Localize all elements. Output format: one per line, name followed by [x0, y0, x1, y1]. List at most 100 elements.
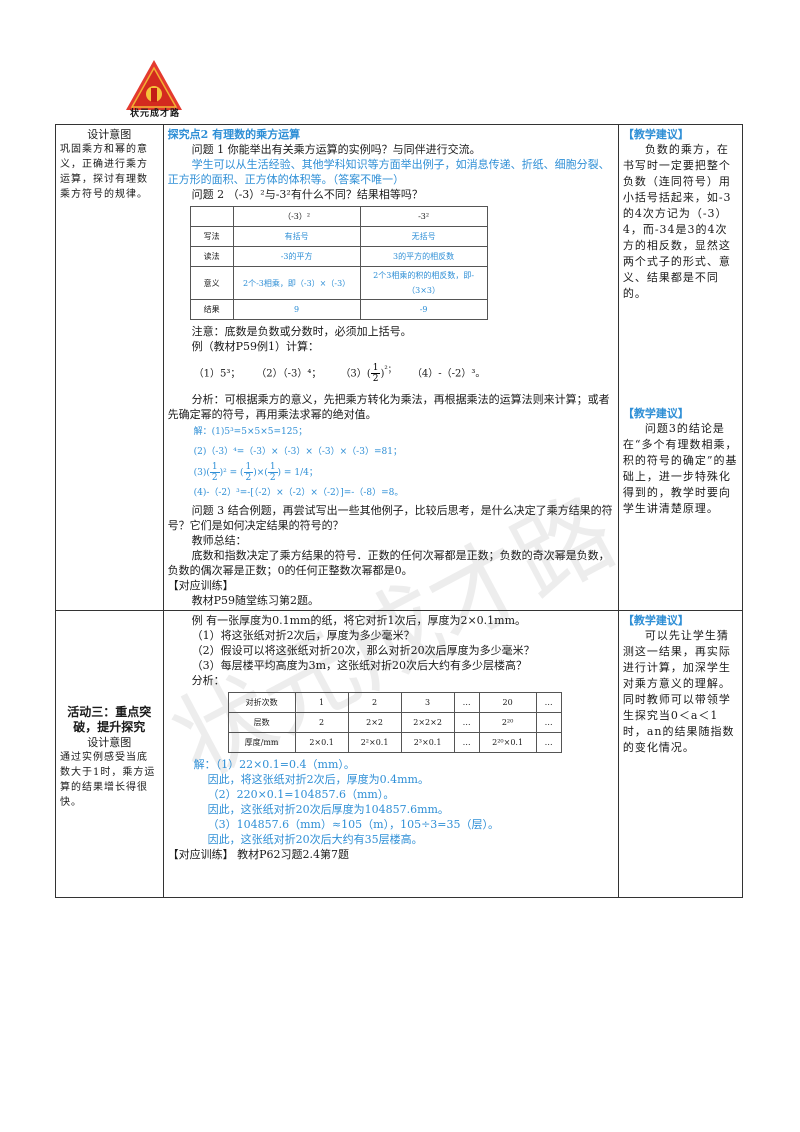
fold-cell: 2³×0.1	[400, 732, 455, 754]
fold-cell: 2×2	[347, 712, 402, 734]
fold-cell: …	[453, 732, 480, 754]
example-2: 例 有一张厚度为0.1mm的纸，将它对折1次后，厚度为2×0.1mm。	[191, 614, 527, 628]
fold-cell: 2²⁰	[478, 712, 537, 734]
frac-num: 1	[370, 363, 381, 375]
compare-header-1: （-3）²	[232, 206, 361, 227]
teaching-advice-title-2: 【教学建议】	[622, 407, 689, 420]
solution-3-eq: =	[283, 468, 292, 479]
fold-cell: …	[535, 712, 562, 734]
question-3: 问题 3 结合例题，再尝试写出一些其他例子，比较后思考，是什么决定了乘方结果的符…	[167, 504, 613, 533]
note: 注意：底数是负数或分数时，必须加上括号。	[191, 325, 412, 338]
compare-cell: 读法	[189, 246, 234, 267]
fold-table: 对折次数 1 2 3 … 20 … 层数 2 2×2 2×2×2 … 2²⁰ …	[227, 692, 562, 754]
compare-header-2: -3²	[359, 206, 488, 227]
fold-cell: …	[453, 712, 480, 734]
frac-num: 1	[243, 462, 254, 474]
frac-den: 2	[245, 473, 252, 484]
frac-den: 2	[372, 374, 379, 385]
teacher-summary: 底数和指数决定了乘方结果的符号．正数的任何次幂都是正数；负数的奇次幂是负数，负数…	[167, 549, 610, 578]
fold-cell: 2×0.1	[294, 732, 349, 754]
solution-2: (2)（-3）⁴=（-3）×（-3）×（-3）×（-3）=81；	[193, 447, 402, 458]
fold-cell: 2	[294, 712, 349, 734]
left-cell-2: 活动三：重点突破，提升探究 设计意图 通过实例感受当底数大于1时，乘方运算的结果…	[55, 610, 164, 899]
compare-cell: 结果	[189, 299, 234, 320]
solution-line: （2）220×0.1=104857.6（mm）。	[207, 788, 395, 802]
example: 例（教材P59例1）计算：	[191, 340, 319, 353]
fold-cell: …	[535, 732, 562, 754]
compare-cell: 9	[232, 299, 361, 320]
analysis: 分析：可根据乘方的意义，先把乘方转化为乘法，再根据乘法的运算法则来计算；或者先确…	[167, 393, 610, 422]
compare-cell: 2个3相乘的积的相反数，即-（3×3）	[359, 266, 488, 300]
question-1: 问题 1 你能举出有关乘方运算的实例吗？与同伴进行交流。	[191, 143, 481, 156]
solution-line: 解：（1）22×0.1=0.4（mm）。	[193, 758, 355, 772]
example-2-q3: （3）每层楼平均高度为3m，这张纸对折20次后大约有多少层楼高？	[191, 659, 528, 673]
logo-icon	[126, 60, 182, 110]
teaching-advice-title-1: 【教学建议】	[622, 128, 689, 141]
frac-num: 1	[209, 462, 220, 474]
solution: 解：(1)5³=5×5×5=125； (2)（-3）⁴=（-3）×（-3）×（-…	[194, 422, 614, 503]
logo-text: 状元成才路	[129, 109, 180, 119]
practice-text: 教材P59随堂练习第2题。	[191, 594, 319, 608]
solution-line: （3）104857.6（mm）≈105（m），105÷3=35（层）。	[207, 818, 500, 832]
practice-2: 【对应训练】 教材P62习题2.4第7题	[167, 848, 349, 862]
solution-3-result: 1/4；	[294, 468, 318, 479]
fold-cell: 对折次数	[227, 692, 296, 714]
fold-cell: 1	[294, 692, 349, 714]
analysis-2: 分析：	[191, 674, 225, 688]
compare-cell: 有括号	[232, 226, 361, 247]
practice-label: 【对应训练】	[167, 579, 234, 593]
right-cell-1: 【教学建议】 负数的乘方，在书写时一定要把整个负数（连同符号）用小括号括起来，如…	[617, 123, 744, 612]
activity-title: 活动三：重点突破，提升探究	[67, 705, 152, 735]
solution-1: 解：(1)5³=5×5×5=125；	[193, 427, 308, 438]
section-title: 探究点2 有理数的乘方运算	[167, 128, 301, 141]
middle-cell-2: 例 有一张厚度为0.1mm的纸，将它对折1次后，厚度为2×0.1mm。 （1）将…	[162, 610, 619, 899]
frac-den: 2	[211, 473, 218, 484]
design-intent-text-2: 通过实例感受当底数大于1时，乘方运算的结果增长得很快。	[60, 752, 156, 809]
example-item-3-exp: ²；	[384, 364, 397, 374]
fold-cell: 2×2×2	[400, 712, 455, 734]
compare-cell: -3的平方	[232, 246, 361, 267]
fold-cell: 层数	[227, 712, 296, 734]
solution-line: 因此，将这张纸对折2次后，厚度为0.4mm。	[207, 773, 429, 787]
solution-2-block: 解：（1）22×0.1=0.4（mm）。 因此，将这张纸对折2次后，厚度为0.4…	[194, 757, 614, 847]
compare-cell: 写法	[189, 226, 234, 247]
teaching-advice-text-2: 问题3的结论是在“多个有理数相乘，积的符号的确定”的基础上，进一步特殊化得到的，…	[622, 422, 738, 515]
left-cell-1: 设计意图 巩固乘方和幂的意义，正确进行乘方运算，探讨有理数乘方符号的规律。	[55, 123, 164, 612]
row-activity-3: 活动三：重点突破，提升探究 设计意图 通过实例感受当底数大于1时，乘方运算的结果…	[55, 610, 744, 899]
fold-cell: 厚度/mm	[227, 732, 296, 754]
teaching-advice-text-3: 可以先让学生猜测这一结果，再实际进行计算，加深学生对乘方意义的理解。同时教师可以…	[622, 629, 735, 755]
middle-cell-1: 探究点2 有理数的乘方运算 问题 1 你能举出有关乘方运算的实例吗？与同伴进行交…	[162, 123, 619, 612]
compare-cell: 3的平方的相反数	[359, 246, 488, 267]
fold-cell: 2²×0.1	[347, 732, 402, 754]
example-2-q1: （1）将这张纸对折2次后，厚度为多少毫米？	[191, 629, 415, 643]
frac-num: 1	[267, 462, 278, 474]
compare-cell: 意义	[189, 266, 234, 300]
question-1-answer: 学生可以从生活经验、其他学科知识等方面举出例子，如消息传递、折纸、细胞分裂、正方…	[167, 158, 610, 186]
example-2-q2: （2）假设可以将这张纸对折20次，那么对折20次后厚度为多少毫米？	[191, 644, 535, 658]
example-item-1: （1）5³；	[193, 368, 241, 380]
teaching-advice-title-3: 【教学建议】	[622, 614, 689, 628]
fold-cell: 2	[347, 692, 402, 714]
solution-line: 因此，这张纸对折20次后厚度为104857.6mm。	[207, 803, 449, 817]
fold-cell: 3	[400, 692, 455, 714]
example-item-2: （2）（-3）⁴；	[256, 368, 322, 380]
compare-cell: 2个-3相乘，即（-3）×（-3）	[232, 266, 361, 300]
right-cell-2: 【教学建议】 可以先让学生猜测这一结果，再实际进行计算，加深学生对乘方意义的理解…	[617, 610, 744, 899]
design-intent-heading-2: 设计意图	[87, 736, 132, 750]
teaching-advice-text-1: 负数的乘方，在书写时一定要把整个负数（连同符号）用小括号括起来，如-3的4次方记…	[622, 143, 732, 300]
compare-cell: -9	[359, 299, 488, 320]
solution-3-pre: (3)	[193, 468, 207, 479]
lesson-table: 设计意图 巩固乘方和幂的意义，正确进行乘方运算，探讨有理数乘方符号的规律。 探究…	[55, 123, 744, 899]
teacher-summary-label: 教师总结：	[191, 534, 247, 548]
design-intent-text: 巩固乘方和幂的意义，正确进行乘方运算，探讨有理数乘方符号的规律。	[60, 144, 148, 200]
question-2: 问题 2 （-3）²与-3²有什么不同？结果相等吗？	[191, 188, 423, 201]
solution-line: 因此，这张纸对折20次后大约有35层楼高。	[207, 833, 423, 847]
example-item-3: （3）	[340, 368, 367, 380]
compare-table: （-3）² -3² 写法 有括号 无括号 读法 -3的平方 3的平方的相反数 意…	[189, 206, 488, 320]
fold-cell: 20	[478, 692, 537, 714]
fold-cell: 2²⁰×0.1	[478, 732, 537, 754]
solution-4: (4)-（-2）³=-[（-2）×（-2）×（-2）]=-（-8）=8。	[193, 488, 404, 499]
compare-cell: 无括号	[359, 226, 488, 247]
